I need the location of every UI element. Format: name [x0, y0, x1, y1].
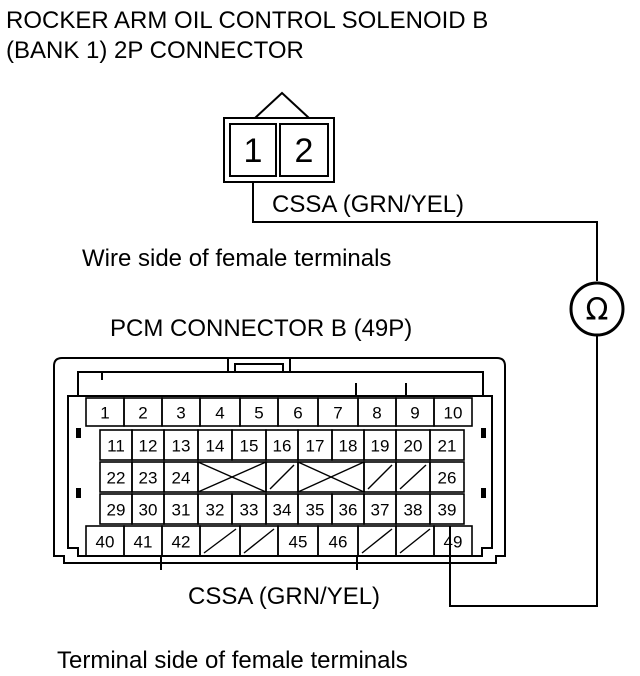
test-lead-upper [252, 182, 598, 281]
pcm-terminal-8: 8 [372, 404, 381, 423]
unused-cavity-slash [269, 464, 295, 490]
terminal-cavity-1 [229, 123, 277, 177]
pcm-terminal-35: 35 [306, 501, 325, 520]
pcm-terminal-20: 20 [404, 437, 423, 456]
pcm-terminal-12: 12 [139, 437, 158, 456]
housing-lock-marks [76, 428, 486, 498]
wire-label-cssa-bottom: CSSA (GRN/YEL) [188, 583, 381, 610]
pcm-cavity [429, 429, 465, 461]
pcm-terminal-36: 36 [339, 501, 358, 520]
pcm-terminal-13: 13 [172, 437, 191, 456]
pcm-terminal-10: 10 [444, 404, 463, 423]
pcm-terminal-17: 17 [306, 437, 325, 456]
pcm-terminal-34: 34 [273, 501, 292, 520]
pcm-terminal-33: 33 [240, 501, 259, 520]
pcm-terminal-7: 7 [333, 404, 342, 423]
pcm-cavity [429, 461, 465, 493]
pcm-terminal-30: 30 [139, 501, 158, 520]
pcm-terminal-41: 41 [134, 533, 153, 552]
test-lead-lower [449, 335, 598, 607]
connector-lock-tab [254, 91, 310, 119]
pcm-terminal-5: 5 [254, 404, 263, 423]
pcm-terminal-3: 3 [176, 404, 185, 423]
pcm-terminal-37: 37 [371, 501, 390, 520]
pcm-terminal-18: 18 [339, 437, 358, 456]
terminal-side-caption: Terminal side of female terminals [57, 647, 408, 674]
pcm-terminal-46: 46 [329, 533, 348, 552]
solenoid-2p-connector [223, 91, 335, 183]
unused-cavity-slash [243, 528, 275, 554]
pcm-connector-title: PCM CONNECTOR B (49P) [110, 315, 413, 342]
diagram-title-line-1: ROCKER ARM OIL CONTROL SOLENOID B [6, 7, 489, 34]
pcm-terminal-4: 4 [215, 404, 224, 423]
pcm-terminal-42: 42 [172, 533, 191, 552]
pcm-terminal-21: 21 [438, 437, 457, 456]
pcm-terminal-2: 2 [138, 404, 147, 423]
unused-cavity-slash [203, 528, 237, 554]
pcm-terminal-29: 29 [107, 501, 126, 520]
unused-cavity-slash [399, 464, 427, 490]
diagram-title-line-2: (BANK 1) 2P CONNECTOR [6, 37, 304, 64]
unused-cavity-cross [197, 461, 267, 493]
connector-body [223, 117, 335, 183]
pcm-terminal-23: 23 [139, 469, 158, 488]
pcm-terminal-6: 6 [293, 404, 302, 423]
ohmmeter-symbol: Ω [586, 293, 609, 328]
pcm-terminal-32: 32 [206, 501, 225, 520]
pcm-terminal-39: 39 [438, 501, 457, 520]
pcm-terminal-16: 16 [273, 437, 292, 456]
unused-cavity-cross [297, 461, 365, 493]
pcm-terminal-31: 31 [172, 501, 191, 520]
pcm-terminal-22: 22 [107, 469, 126, 488]
pcm-terminal-49: 49 [444, 533, 463, 552]
pcm-cavity [433, 397, 473, 427]
solenoid-terminal-1: 1 [244, 132, 263, 170]
pcm-terminal-14: 14 [206, 437, 225, 456]
pcm-terminal-1: 1 [100, 404, 109, 423]
wire-side-caption: Wire side of female terminals [82, 245, 392, 272]
pcm-connector-housing [53, 357, 506, 570]
pcm-terminal-26: 26 [438, 469, 457, 488]
pcm-terminal-38: 38 [404, 501, 423, 520]
terminal-cavity-2 [279, 123, 329, 177]
pcm-terminal-19: 19 [371, 437, 390, 456]
unused-cavity-slash [367, 464, 393, 490]
pcm-terminal-40: 40 [96, 533, 115, 552]
pcm-terminal-24: 24 [172, 469, 191, 488]
wire-label-cssa-top: CSSA (GRN/YEL) [272, 191, 465, 218]
pcm-terminal-9: 9 [410, 404, 419, 423]
unused-cavity-slash [399, 528, 431, 554]
pcm-cavity [429, 493, 465, 525]
pcm-terminal-11: 11 [107, 437, 125, 456]
pcm-cavity [433, 525, 473, 557]
unused-cavity-slash [361, 528, 393, 554]
pcm-terminal-45: 45 [289, 533, 308, 552]
solenoid-terminal-2: 2 [295, 132, 314, 170]
pcm-terminal-15: 15 [240, 437, 259, 456]
